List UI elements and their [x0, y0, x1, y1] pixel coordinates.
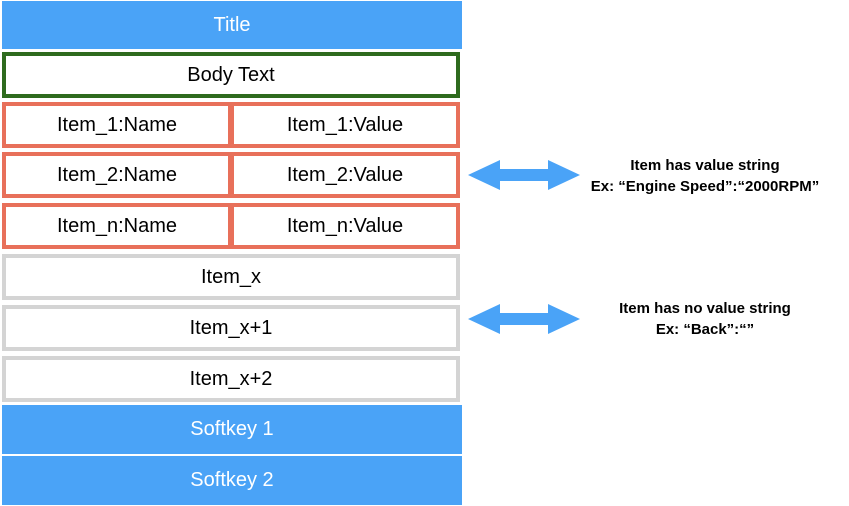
softkey-1-label: Softkey 1: [190, 418, 274, 440]
item-value-label: Item_2:Value: [286, 163, 404, 186]
body-text: Body Text: [187, 63, 275, 86]
title-text: Title: [213, 13, 251, 36]
plain-item-annotation: Item has no value string Ex: “Back”:“”: [560, 298, 849, 340]
item-x-plus-1-row: Item_x+1: [2, 305, 460, 351]
item-name-label: Item_2:Name: [56, 163, 178, 186]
softkey-2-label: Softkey 2: [190, 469, 274, 491]
item-n-value-cell: Item_n:Value: [230, 203, 460, 249]
item-value-label: Item_1:Value: [286, 113, 404, 136]
item-value-label: Item_n:Value: [286, 214, 404, 237]
title-bar: Title: [2, 1, 462, 49]
item-x-plus-2-label: Item_x+2: [189, 367, 273, 390]
item-1-name-cell: Item_1:Name: [2, 102, 232, 148]
item-name-label: Item_n:Name: [56, 214, 178, 237]
plain-item-annotation-line2: Ex: “Back”:“”: [655, 321, 755, 338]
value-item-annotation: Item has value string Ex: “Engine Speed”…: [560, 155, 849, 197]
softkey-1: Softkey 1: [2, 405, 462, 454]
item-n-name-cell: Item_n:Name: [2, 203, 232, 249]
plain-item-annotation-line1: Item has no value string: [619, 300, 791, 317]
item-x-plus-1-label: Item_x+1: [189, 316, 273, 339]
item-2-name-cell: Item_2:Name: [2, 152, 232, 198]
item-1-value-cell: Item_1:Value: [230, 102, 460, 148]
item-name-label: Item_1:Name: [56, 113, 178, 136]
softkey-2: Softkey 2: [2, 456, 462, 505]
value-item-annotation-line2: Ex: “Engine Speed”:“2000RPM”: [590, 178, 820, 195]
item-x-row: Item_x: [2, 254, 460, 300]
double-arrow-icon: [468, 160, 580, 190]
value-item-annotation-line1: Item has value string: [630, 157, 780, 174]
double-arrow-icon: [468, 304, 580, 334]
item-x-plus-2-row: Item_x+2: [2, 356, 460, 402]
body-text-box: Body Text: [2, 52, 460, 98]
item-x-label: Item_x: [200, 265, 262, 288]
item-2-value-cell: Item_2:Value: [230, 152, 460, 198]
